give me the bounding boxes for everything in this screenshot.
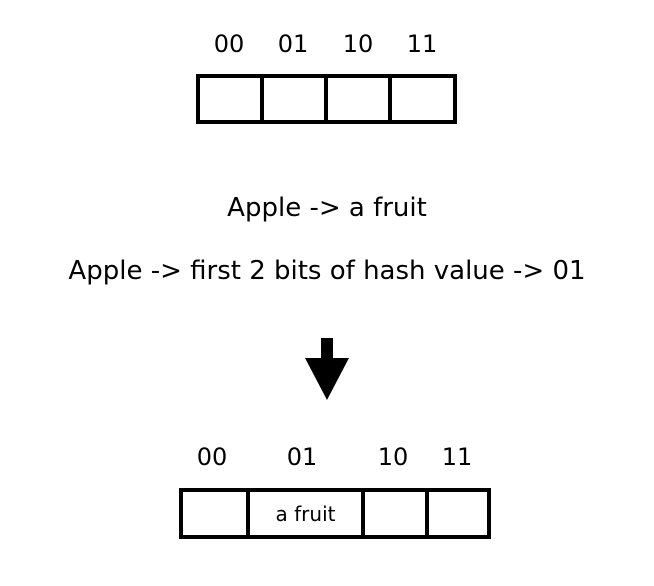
top-cell-01 xyxy=(264,78,328,120)
bottom-cell-11 xyxy=(429,492,487,535)
top-header-00: 00 xyxy=(213,30,245,58)
statement-hash-mapping: Apple -> first 2 bits of hash value -> 0… xyxy=(68,256,586,286)
bottom-header-01: 01 xyxy=(286,443,318,471)
bottom-hash-table: a fruit xyxy=(179,488,491,539)
top-header-11: 11 xyxy=(406,30,438,58)
top-header-01: 01 xyxy=(277,30,309,58)
bottom-cell-01: a fruit xyxy=(250,492,365,535)
down-arrow-icon xyxy=(305,338,349,400)
top-hash-table xyxy=(196,74,457,124)
top-cell-11 xyxy=(392,78,453,120)
top-cell-10 xyxy=(328,78,392,120)
bottom-cell-00 xyxy=(183,492,250,535)
bottom-header-11: 11 xyxy=(441,443,473,471)
top-cell-00 xyxy=(200,78,264,120)
statement-key-value: Apple -> a fruit xyxy=(227,193,427,223)
bottom-cell-10 xyxy=(365,492,429,535)
bottom-header-00: 00 xyxy=(196,443,228,471)
bottom-header-10: 10 xyxy=(377,443,409,471)
top-header-10: 10 xyxy=(342,30,374,58)
